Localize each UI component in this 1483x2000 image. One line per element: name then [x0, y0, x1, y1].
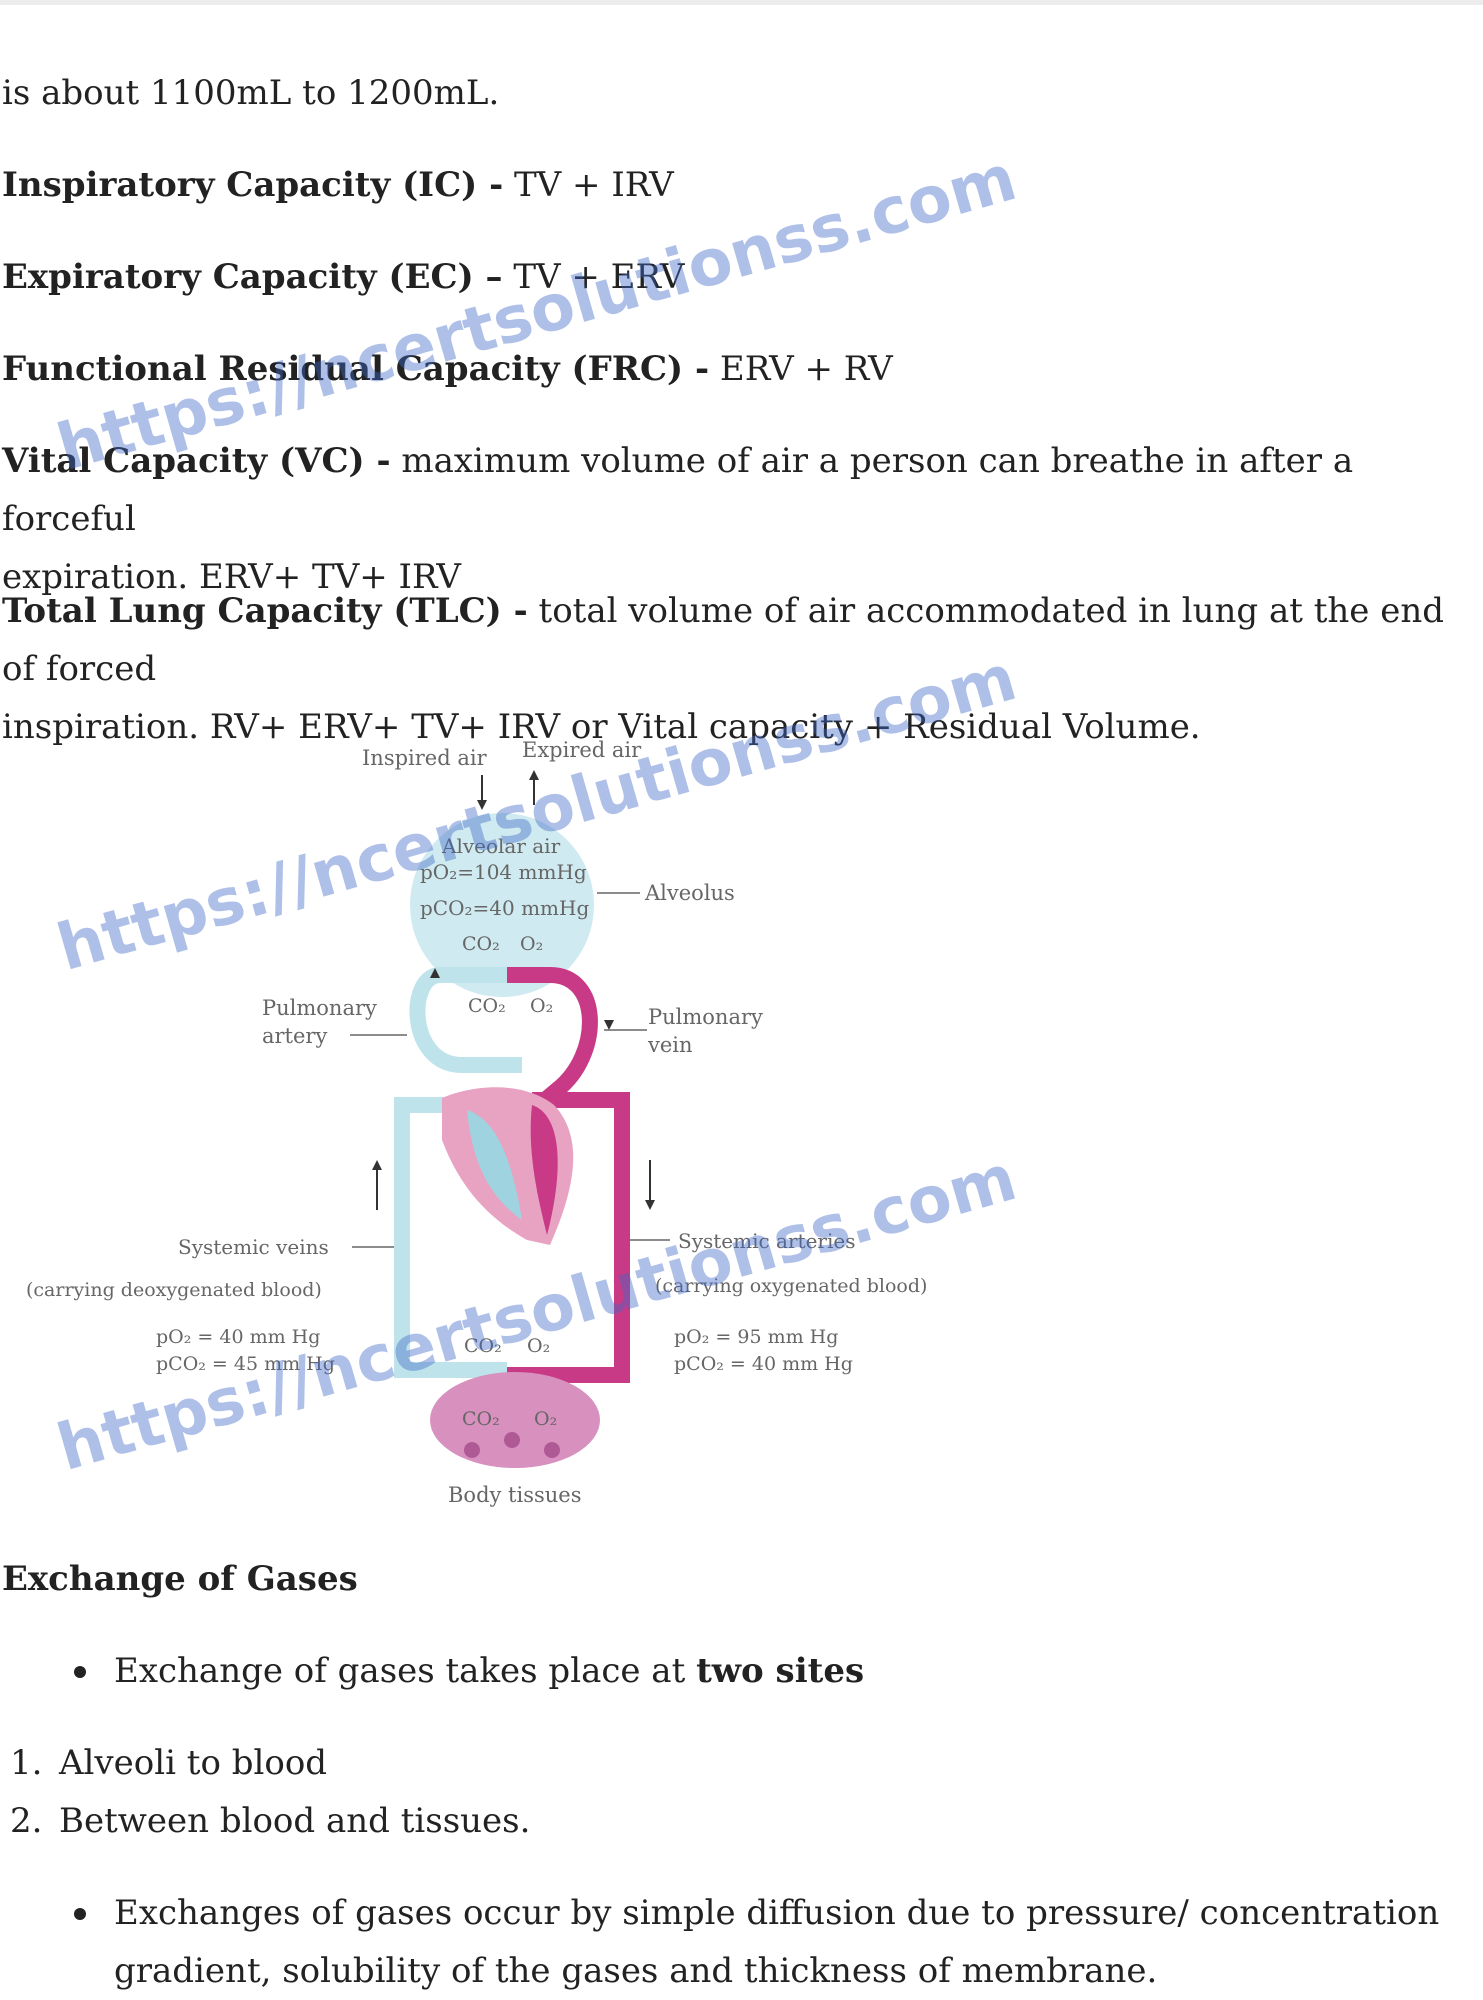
expired-air-label: Expired air: [522, 738, 642, 762]
bullet-text: Exchanges of gases occur by simple diffu…: [114, 1893, 1440, 1991]
list-number: 1.: [10, 1743, 43, 1783]
systemic-vein-vessel: [394, 1097, 507, 1378]
paragraph-total-lung-capacity: Total Lung Capacity (TLC) - total volume…: [2, 582, 1480, 756]
tissue-o2-label: O₂: [534, 1408, 557, 1430]
inspired-air-label: Inspired air: [362, 746, 488, 770]
bullet-icon: [74, 1908, 86, 1920]
pulmonary-artery-arrowhead: [430, 968, 440, 978]
bullet-icon: [74, 1666, 86, 1678]
paragraph-functional-residual-capacity: Functional Residual Capacity (FRC) - ERV…: [2, 340, 893, 398]
systemic-artery-vessel: [507, 1092, 630, 1383]
term-definition: TV + ERV: [502, 257, 685, 297]
downward-flow-arrowhead: [645, 1200, 655, 1210]
list-item-text: Alveoli to blood: [59, 1743, 328, 1783]
alveolar-po2-label: pO₂=104 mmHg: [420, 860, 587, 884]
heart-left-side: [530, 1105, 558, 1235]
capillary-o2-label: O₂: [530, 995, 553, 1017]
arteries-pco2-label: pCO₂ = 40 mm Hg: [674, 1353, 853, 1375]
bullet-text-plain: Exchange of gases takes place at: [114, 1651, 697, 1691]
bullet-text: Exchange of gases takes place at two sit…: [114, 1642, 1474, 1700]
term-label: Vital Capacity (VC) -: [2, 441, 391, 481]
term-label: Expiratory Capacity (EC) –: [2, 257, 503, 297]
gas-exchange-diagram: Inspired air Expired air Alveolar air pO…: [26, 738, 927, 1507]
alveolar-pco2-label: pCO₂=40 mmHg: [420, 896, 589, 920]
pulmonary-artery-label: Pulmonary: [262, 996, 377, 1020]
expired-air-arrowhead: [529, 770, 539, 780]
term-definition-continued: inspiration. RV+ ERV+ TV+ IRV or Vital c…: [2, 707, 1201, 747]
paragraph-inspiratory-capacity: Inspiratory Capacity (IC) - TV + IRV: [2, 156, 674, 214]
heart-right-side: [467, 1110, 522, 1220]
tissue-cell: [464, 1442, 480, 1458]
pulmonary-vein-arrowhead: [604, 1020, 614, 1030]
term-label: Functional Residual Capacity (FRC) -: [2, 349, 710, 389]
term-definition: TV + IRV: [503, 165, 674, 205]
term-label: Inspiratory Capacity (IC) -: [2, 165, 504, 205]
list-item-text: Between blood and tissues.: [59, 1801, 531, 1841]
paragraph-residual-volume: is about 1100mL to 1200mL.: [2, 64, 499, 122]
tissue-capillary-o2-label: O₂: [527, 1335, 550, 1357]
tissue-cell: [544, 1442, 560, 1458]
bullet-list-item: Exchange of gases takes place at two sit…: [2, 1642, 1480, 1700]
list-number: 2.: [10, 1801, 43, 1841]
tissue-co2-label: CO₂: [462, 1408, 500, 1430]
numbered-list-item: 2. Between blood and tissues.: [2, 1792, 1480, 1850]
systemic-veins-sublabel: (carrying deoxygenated blood): [26, 1279, 322, 1301]
veins-pco2-label: pCO₂ = 45 mm Hg: [156, 1353, 335, 1375]
arteries-po2-label: pO₂ = 95 mm Hg: [674, 1326, 838, 1348]
inspired-air-arrowhead: [477, 800, 487, 810]
term-definition: maximum volume of air a person can breat…: [2, 441, 1354, 539]
section-heading: Exchange of Gases: [2, 1559, 358, 1599]
alveolar-air-label: Alveolar air: [441, 834, 561, 858]
numbered-list-item: 1. Alveoli to blood: [2, 1734, 1480, 1792]
alveolus-o2-label: O₂: [520, 933, 543, 955]
bullet-list-item: Exchanges of gases occur by simple diffu…: [2, 1884, 1480, 2000]
bullet-text-bold: two sites: [696, 1651, 865, 1691]
alveolus-co2-label: CO₂: [462, 933, 500, 955]
term-definition-continued: expiration. ERV+ TV+ IRV: [2, 557, 461, 597]
pulmonary-vein-vessel: [507, 967, 598, 1122]
body-tissue-shape: [430, 1372, 600, 1468]
paragraph-expiratory-capacity: Expiratory Capacity (EC) – TV + ERV: [2, 248, 684, 306]
veins-po2-label: pO₂ = 40 mm Hg: [156, 1326, 320, 1348]
term-label: Total Lung Capacity (TLC) -: [2, 591, 528, 631]
upward-flow-arrowhead: [372, 1160, 382, 1170]
capillary-co2-label: CO₂: [468, 995, 506, 1017]
alveolus-label: Alveolus: [644, 881, 735, 905]
tissue-capillary-co2-label: CO₂: [464, 1335, 502, 1357]
pulmonary-vein-label: Pulmonary: [648, 1005, 763, 1029]
tissue-cell: [504, 1432, 520, 1448]
term-definition: ERV + RV: [709, 349, 893, 389]
systemic-arteries-label: Systemic arteries: [678, 1229, 855, 1253]
pulmonary-artery-label-line2: artery: [262, 1024, 327, 1048]
systemic-veins-label: Systemic veins: [178, 1235, 329, 1259]
paragraph-vital-capacity: Vital Capacity (VC) - maximum volume of …: [2, 432, 1480, 606]
term-definition: total volume of air accommodated in lung…: [2, 591, 1444, 689]
body-tissues-label: Body tissues: [448, 1483, 582, 1507]
paragraph-text: is about 1100mL to 1200mL.: [2, 73, 500, 113]
systemic-arteries-sublabel: (carrying oxygenated blood): [655, 1275, 927, 1297]
alveolus-shape: [410, 813, 594, 997]
top-divider: [0, 0, 1483, 5]
pulmonary-vein-label-line2: vein: [647, 1033, 693, 1057]
